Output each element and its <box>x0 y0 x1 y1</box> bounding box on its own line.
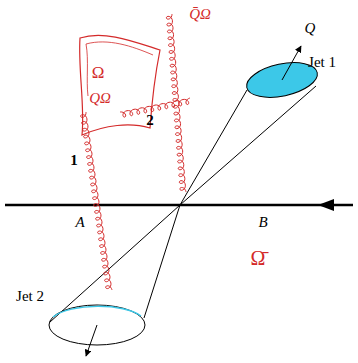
omega-label: Ω <box>90 63 107 82</box>
callout-number: 1 <box>68 152 80 169</box>
jet-label: Jet 2 <box>14 288 46 305</box>
gluon-lines <box>81 14 190 290</box>
callout-number: 2 <box>144 112 156 129</box>
jet-label: Jet 1 <box>306 54 338 71</box>
gluon-qbar <box>166 14 186 192</box>
jet2-cone <box>49 205 180 356</box>
omega-surface <box>80 35 160 135</box>
jet1-cone <box>180 46 321 205</box>
point-label: A <box>73 214 86 231</box>
point-label: B <box>256 214 269 231</box>
beam-arrowhead <box>318 199 334 211</box>
omega-bar-label: Ω̄ <box>249 247 268 269</box>
q-omega-label: QΩ <box>87 90 113 107</box>
qbar-omega-label: Q̄Ω <box>187 6 213 23</box>
gluon-1 <box>81 112 112 290</box>
q-label: Q <box>303 20 318 37</box>
